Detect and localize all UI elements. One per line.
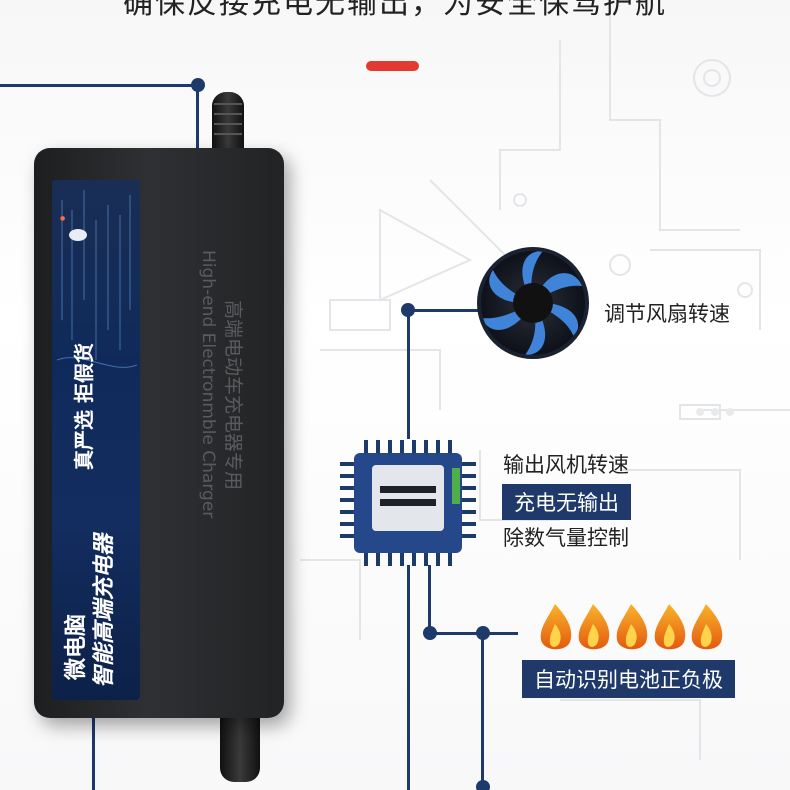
red-accent-bar bbox=[366, 61, 419, 71]
flame-icon bbox=[540, 604, 572, 650]
connector-dot bbox=[401, 303, 415, 317]
polarity-label: 自动识别电池正负极 bbox=[522, 660, 735, 698]
connector-line bbox=[481, 632, 484, 790]
chip-label-line2: 充电无输出 bbox=[502, 484, 631, 520]
connector-line bbox=[196, 84, 199, 154]
connector-dot bbox=[191, 78, 205, 92]
connector-line bbox=[92, 715, 95, 790]
headline: 确保反接充电无输出，为安全保驾护航 bbox=[123, 0, 667, 21]
charger-cable-bottom bbox=[220, 712, 260, 782]
connector-line bbox=[428, 565, 431, 635]
connector-line bbox=[407, 309, 482, 312]
connector-line bbox=[407, 565, 410, 790]
panel-graphic: ● bbox=[56, 190, 138, 368]
chip-label-line3: 除数气量控制 bbox=[503, 526, 629, 550]
charger-label-panel: ● bbox=[52, 180, 140, 700]
svg-text:●: ● bbox=[60, 215, 65, 222]
fan-label: 调节风扇转速 bbox=[604, 302, 730, 326]
connector-dot bbox=[423, 626, 437, 640]
flame-icon bbox=[654, 604, 686, 650]
connector-line bbox=[0, 84, 198, 87]
flame-icon bbox=[616, 604, 648, 650]
connector-line bbox=[428, 632, 518, 635]
flame-icon bbox=[578, 604, 610, 650]
flame-icon bbox=[691, 604, 723, 650]
chip-label-line1: 输出风机转速 bbox=[503, 453, 629, 477]
connector-dot bbox=[476, 780, 490, 790]
connector-line bbox=[407, 309, 410, 439]
